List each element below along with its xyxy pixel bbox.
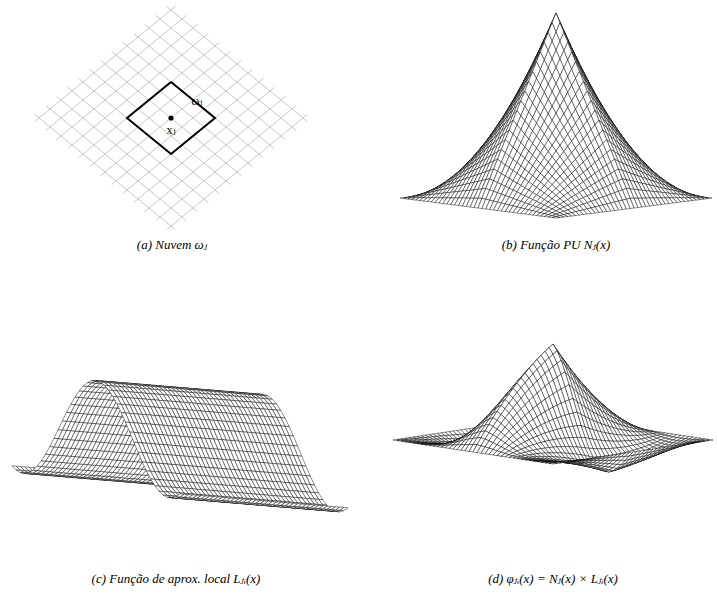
node-point — [168, 115, 173, 120]
local-approx-surface — [12, 381, 348, 512]
cloud-grid — [35, 6, 308, 229]
pu-function-surface — [400, 13, 712, 218]
